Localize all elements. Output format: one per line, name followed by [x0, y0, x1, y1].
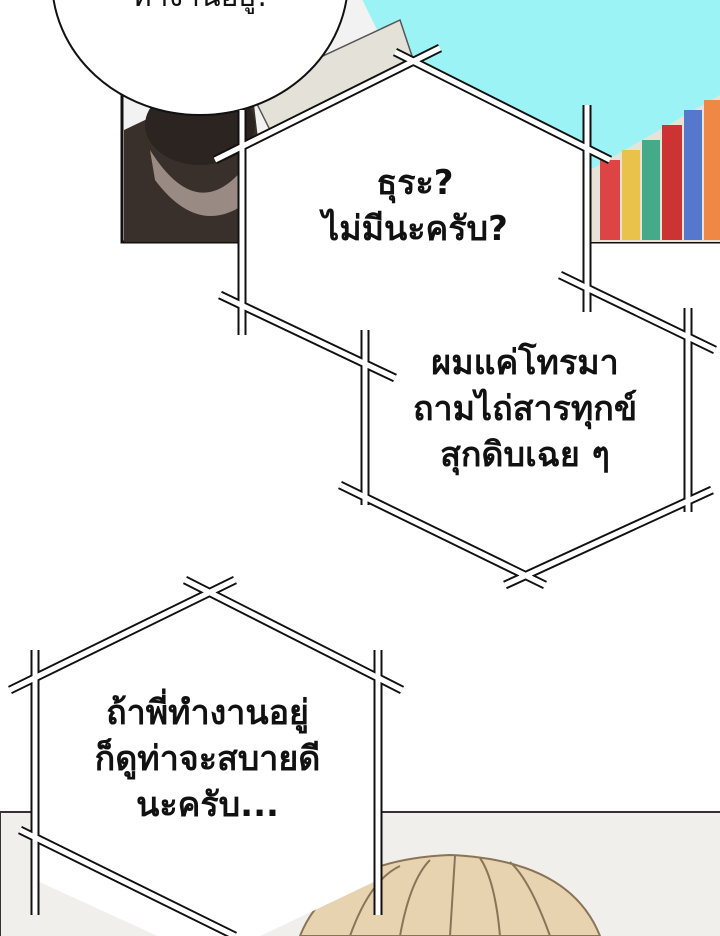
text-line: ไม่มีนะครับ?	[322, 209, 508, 249]
text-line: ก็ดูท่าจะสบายดี	[94, 739, 321, 779]
hexagon-2-text: ผมแค่โทรมา ถามไถ่สารทุกข์ สุกดิบเฉย ๆ	[390, 340, 660, 478]
hexagon-3-text: ถ้าพี่ทำงานอยู่ ก็ดูท่าจะสบายดี นะครับ..…	[55, 690, 360, 828]
speech-bubble-text: ทำงานอยู่!	[110, 0, 290, 20]
hexagon-1-text: ธุระ? ไม่มีนะครับ?	[270, 160, 560, 252]
text-line: สุกดิบเฉย ๆ	[440, 435, 610, 475]
text-line: ผมแค่โทรมา	[431, 343, 619, 383]
speech-bubble	[52, 0, 348, 116]
text-line: ถ้าพี่ทำงานอยู่	[106, 693, 309, 733]
hexagon-frame-3	[35, 592, 378, 936]
text-line: นะครับ...	[136, 785, 279, 825]
bookshelf	[600, 100, 720, 240]
text-line: ถามไถ่สารทุกข์	[412, 389, 638, 429]
hexagon-frame-2	[365, 260, 688, 580]
text-line: ธุระ?	[376, 163, 454, 203]
